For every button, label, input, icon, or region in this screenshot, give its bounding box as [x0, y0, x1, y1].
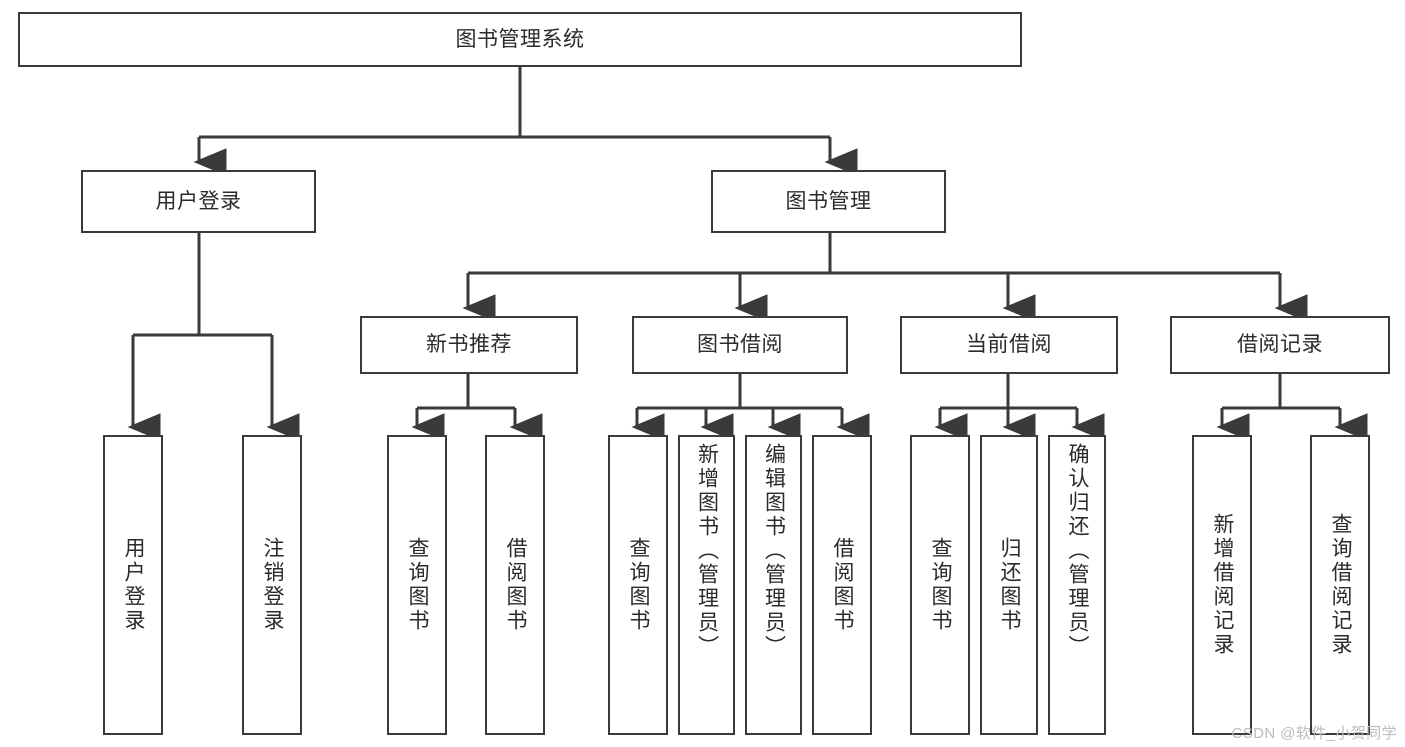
node-new-book-rec[interactable]: 新书推荐 [360, 316, 578, 374]
leaf-query-record[interactable]: 查询借阅记录 [1310, 435, 1370, 735]
leaf-return-book-label: 归还图书 [998, 537, 1022, 633]
leaf-borrow-book-1[interactable]: 借阅图书 [485, 435, 545, 735]
leaf-query-book-3[interactable]: 查询图书 [910, 435, 970, 735]
node-current-borrow[interactable]: 当前借阅 [900, 316, 1118, 374]
leaf-borrow-book-2[interactable]: 借阅图书 [812, 435, 872, 735]
leaf-edit-book[interactable]: 编辑图书（管理员） [745, 435, 802, 735]
leaf-query-book-3-label: 查询图书 [929, 537, 953, 633]
leaf-user-login-label: 用户登录 [122, 537, 146, 633]
leaf-edit-book-label: 编辑图书（管理员） [762, 443, 786, 659]
node-new-book-rec-label: 新书推荐 [426, 333, 512, 357]
leaf-borrow-book-2-label: 借阅图书 [831, 537, 855, 633]
leaf-logout-label: 注销登录 [261, 537, 285, 633]
leaf-add-record[interactable]: 新增借阅记录 [1192, 435, 1252, 735]
leaf-confirm-return-label: 确认归还（管理员） [1066, 443, 1090, 659]
node-book-borrow-label: 图书借阅 [697, 333, 783, 357]
node-root[interactable]: 图书管理系统 [18, 12, 1022, 67]
node-root-label: 图书管理系统 [455, 27, 585, 51]
leaf-query-book-2[interactable]: 查询图书 [608, 435, 668, 735]
leaf-query-book-1[interactable]: 查询图书 [387, 435, 447, 735]
leaf-add-record-label: 新增借阅记录 [1211, 513, 1235, 657]
node-user-login-label: 用户登录 [155, 189, 242, 213]
leaf-borrow-book-1-label: 借阅图书 [504, 537, 528, 633]
node-borrow-record[interactable]: 借阅记录 [1170, 316, 1390, 374]
leaf-return-book[interactable]: 归还图书 [980, 435, 1038, 735]
leaf-logout[interactable]: 注销登录 [242, 435, 302, 735]
node-borrow-record-label: 借阅记录 [1237, 333, 1323, 357]
node-book-manage-label: 图书管理 [785, 189, 872, 213]
node-current-borrow-label: 当前借阅 [966, 333, 1052, 357]
leaf-add-book-label: 新增图书（管理员） [695, 443, 719, 659]
leaf-add-book[interactable]: 新增图书（管理员） [678, 435, 735, 735]
leaf-user-login[interactable]: 用户登录 [103, 435, 163, 735]
node-book-manage[interactable]: 图书管理 [711, 170, 946, 233]
leaf-query-record-label: 查询借阅记录 [1329, 513, 1353, 657]
leaf-confirm-return[interactable]: 确认归还（管理员） [1048, 435, 1106, 735]
csdn-watermark: CSDN @软件_小贺同学 [1231, 725, 1397, 742]
node-book-borrow[interactable]: 图书借阅 [632, 316, 848, 374]
leaf-query-book-1-label: 查询图书 [406, 537, 430, 633]
node-user-login[interactable]: 用户登录 [81, 170, 316, 233]
leaf-query-book-2-label: 查询图书 [627, 537, 651, 633]
